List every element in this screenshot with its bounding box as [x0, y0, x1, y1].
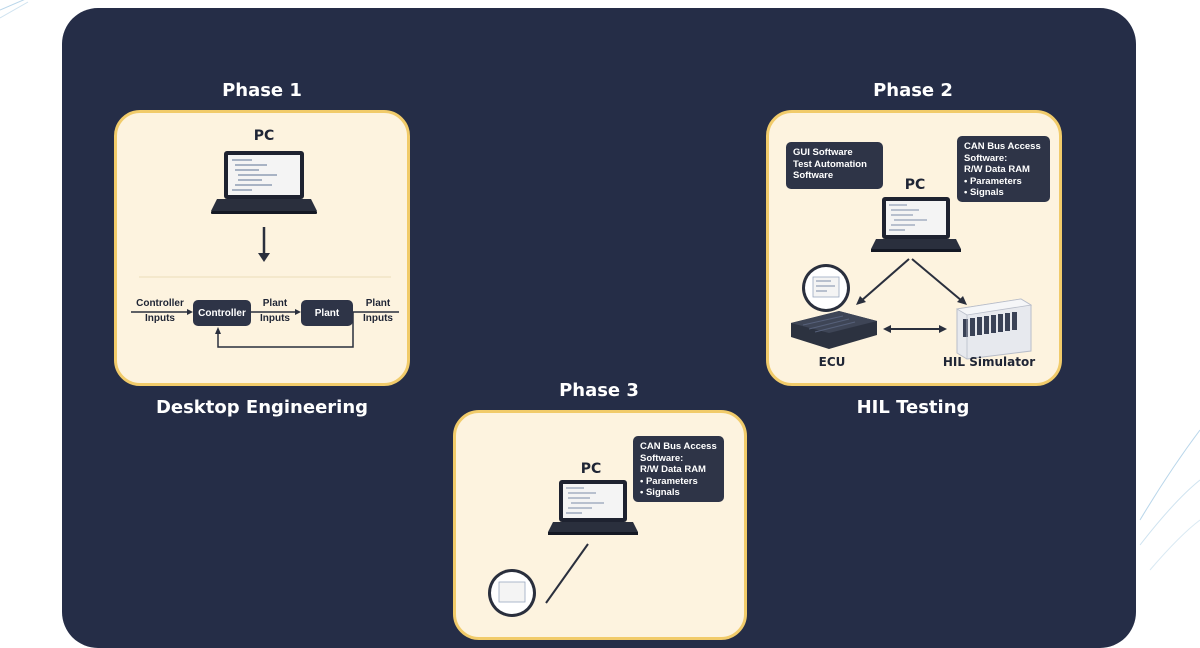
phase3-pc-label: PC	[580, 461, 602, 477]
ecu-icon	[791, 264, 877, 349]
controller-block: Controller	[193, 300, 251, 326]
decorative-lines-right	[1139, 429, 1200, 571]
phase2-caption: HIL Testing	[856, 397, 970, 418]
phase2-pc-label: PC	[904, 177, 926, 193]
phase3-title: Phase 3	[559, 380, 639, 401]
hil-simulator-icon	[955, 298, 1033, 360]
laptop-icon	[545, 480, 638, 604]
plant-block: Plant	[301, 300, 353, 326]
hil-simulator-label: HIL Simulator	[942, 355, 1036, 369]
laptop-icon	[131, 151, 399, 348]
phase1-pc-label: PC	[253, 128, 275, 144]
laptop-icon	[856, 197, 967, 333]
decorative-lines-left	[0, 0, 29, 19]
phase1-title: Phase 1	[222, 80, 302, 101]
ecu-icon	[488, 569, 536, 617]
ecu-label: ECU	[818, 355, 846, 369]
phase1-caption: Desktop Engineering	[155, 397, 369, 418]
phase2-title: Phase 2	[873, 80, 953, 101]
